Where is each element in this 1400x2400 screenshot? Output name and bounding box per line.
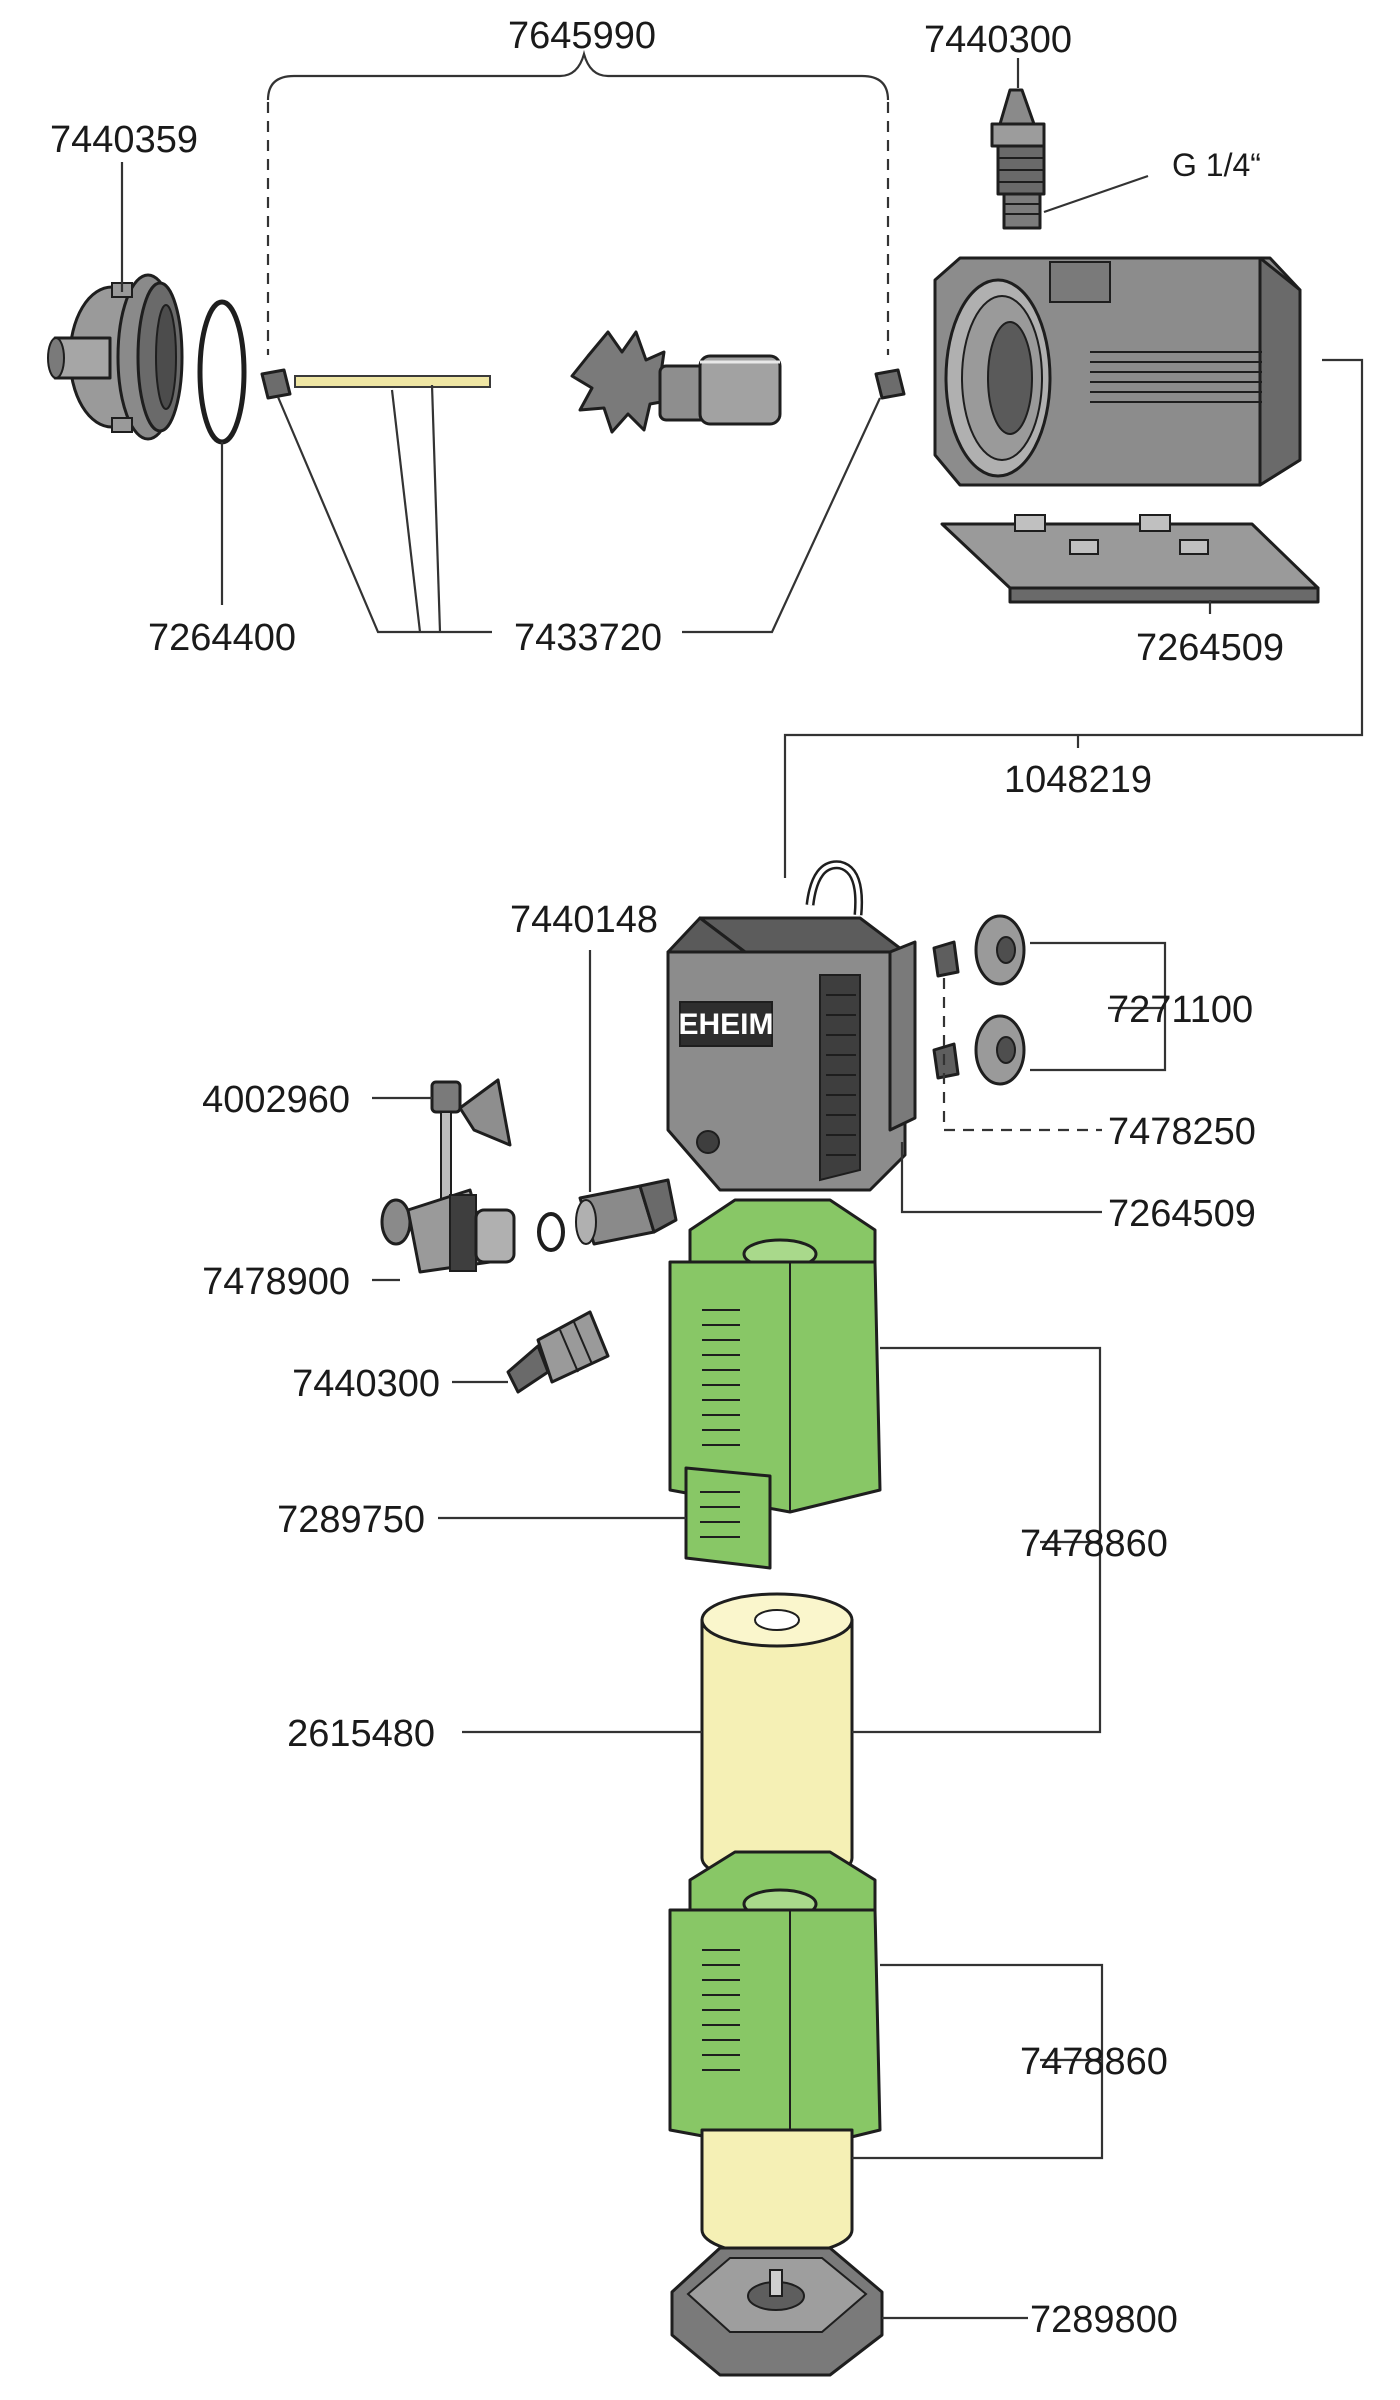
label-7440148: 7440148 (510, 899, 658, 941)
base-plate-top-part (940, 514, 1320, 604)
motor-vents (826, 994, 856, 1156)
top-nozzle-part (990, 88, 1046, 230)
filter-basket-lower-part (668, 1850, 882, 2154)
motor-unit-part: EHEIM (666, 860, 917, 1192)
basket-lower-slots (702, 1949, 740, 2071)
eheim-logo: EHEIM (678, 1008, 773, 1041)
o-ring-part (197, 299, 247, 445)
label-7478860-upper: 7478860 (1020, 1523, 1168, 1565)
sponge-lower-part (700, 2128, 854, 2257)
filter-basket-upper-part (668, 1198, 882, 1514)
label-7289800: 7289800 (1030, 2299, 1178, 2341)
clips-part (932, 940, 960, 1080)
sponge-part (700, 1592, 854, 1885)
impeller-part (570, 330, 782, 434)
flange-part (47, 273, 184, 441)
label-1048219: 1048219 (1004, 759, 1152, 801)
shaft-and-bearings (260, 368, 906, 400)
part-labels: 7645990 7440300 G 1/4“ 7440359 7264400 7… (50, 15, 1284, 2341)
label-7478900: 7478900 (202, 1261, 350, 1303)
venturi-part (380, 1188, 516, 1274)
label-2615480: 2615480 (287, 1713, 435, 1755)
intake-strainer-part (684, 1466, 772, 1570)
label-7440359: 7440359 (50, 119, 198, 161)
label-7440300-top: 7440300 (924, 19, 1072, 61)
label-7271100: 7271100 (1108, 989, 1253, 1031)
suction-cups-part (974, 914, 1026, 1086)
label-7289750: 7289750 (277, 1499, 425, 1541)
brace-7645990 (266, 49, 890, 355)
side-nozzle-part (506, 1310, 610, 1394)
label-7264400: 7264400 (148, 617, 296, 659)
label-7433720: 7433720 (514, 617, 662, 659)
label-7645990: 7645990 (508, 15, 656, 57)
basket-upper-slots (702, 1309, 740, 1446)
label-7440300-side: 7440300 (292, 1363, 440, 1405)
housing-vents (1090, 351, 1262, 403)
bottom-cap-part (670, 2246, 884, 2377)
motor-housing-part (933, 256, 1302, 487)
label-g-1-4: G 1/4“ (1172, 147, 1261, 183)
label-7264509: 7264509 (1108, 1193, 1256, 1235)
outlet-adapter-part (537, 1178, 678, 1252)
label-7478250: 7478250 (1108, 1111, 1256, 1153)
label-7264509-top: 7264509 (1136, 627, 1284, 669)
label-7478860-lower: 7478860 (1020, 2041, 1168, 2083)
leader-lines (120, 58, 1364, 2320)
label-4002960: 4002960 (202, 1079, 350, 1121)
